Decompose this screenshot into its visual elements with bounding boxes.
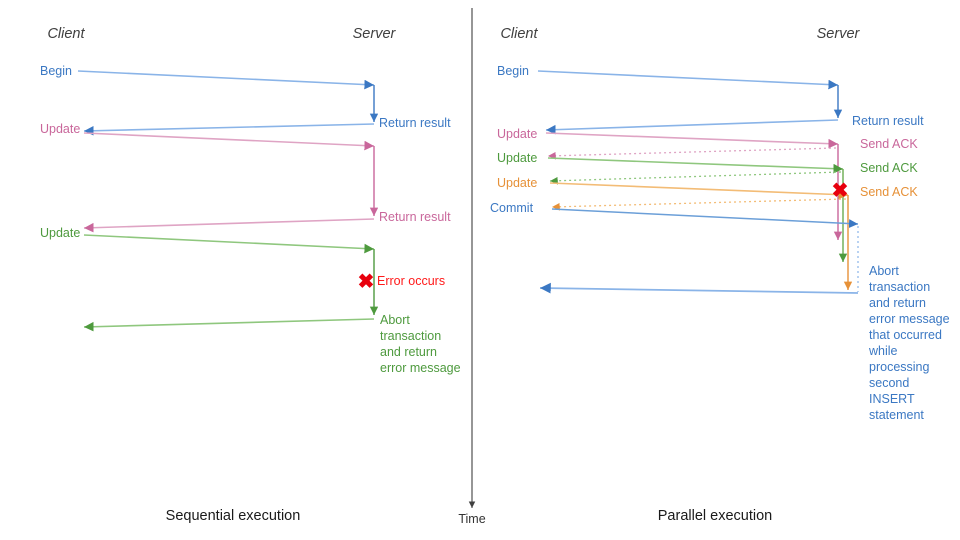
right-arrow-ack2 [549,171,842,185]
right-msg-begin-label: Begin [497,64,529,78]
right-server-label-sendack2: Send ACK [860,161,918,175]
right-abort-line-5: that occurred [869,328,942,342]
right-abort-line-7: processing [869,360,929,374]
right-abort-text-block: Abort transaction and return error messa… [868,264,950,422]
right-msg-update2-label: Update [497,151,537,165]
right-abort-line-3: and return [869,296,926,310]
right-arrow-update3 [549,182,849,200]
right-client-header: Client [500,26,538,42]
left-error-x-icon: ✖ [358,271,375,293]
right-abort-line-6: while [868,344,898,358]
left-msg-update2-label: Update [40,226,80,240]
left-client-header: Client [47,26,85,42]
right-arrow-update2 [547,157,844,174]
left-arrow-begin [77,70,375,90]
left-arrow-return2 [83,218,375,233]
left-arrow-update2 [83,234,375,254]
right-server-header: Server [817,26,861,42]
left-abort-text-block: Abort transaction and return error messa… [380,313,461,375]
left-server-header: Server [353,26,397,42]
right-arrow-begin [537,70,839,90]
right-panel: Client Server Begin Return result Update… [490,26,950,524]
left-panel-title: Sequential execution [166,508,301,524]
left-msg-begin-label: Begin [40,64,72,78]
left-panel: Client Server Begin Return result Update… [40,26,461,524]
right-arrow-return [545,119,839,135]
left-arrow-abort-return [83,318,375,332]
right-abort-line-4: error message [869,312,950,326]
right-arrow-ack1 [547,147,837,160]
left-arrow-return1 [83,123,375,136]
right-msg-update1-label: Update [497,127,537,141]
right-arrow-ack3 [551,198,847,211]
left-abort-line-1: Abort [380,313,410,327]
right-server-label-sendack1: Send ACK [860,137,918,151]
left-arrow-update1 [83,132,375,151]
right-abort-line-1: Abort [869,264,899,278]
right-arrow-update1 [545,132,839,149]
right-panel-title: Parallel execution [658,508,772,524]
left-abort-line-4: error message [380,361,461,375]
left-server-label-return1: Return result [379,116,451,130]
right-abort-line-8: second [869,376,909,390]
right-msg-update3-label: Update [497,176,537,190]
right-error-x-icon: ✖ [832,180,849,202]
left-server-label-return2: Return result [379,210,451,224]
right-abort-line-9: INSERT [869,392,915,406]
right-msg-commit-label: Commit [490,201,534,215]
right-server-label-sendack3: Send ACK [860,185,918,199]
right-server-label-return: Return result [852,114,924,128]
left-abort-line-2: transaction [380,329,441,343]
right-abort-line-2: transaction [869,280,930,294]
time-axis-label: Time [458,512,485,526]
right-arrow-abort-return [539,282,859,294]
left-error-label: Error occurs [377,274,445,288]
right-arrow-commit [551,208,859,229]
left-msg-update1-label: Update [40,122,80,136]
right-abort-line-10: statement [869,408,924,422]
left-abort-line-3: and return [380,345,437,359]
